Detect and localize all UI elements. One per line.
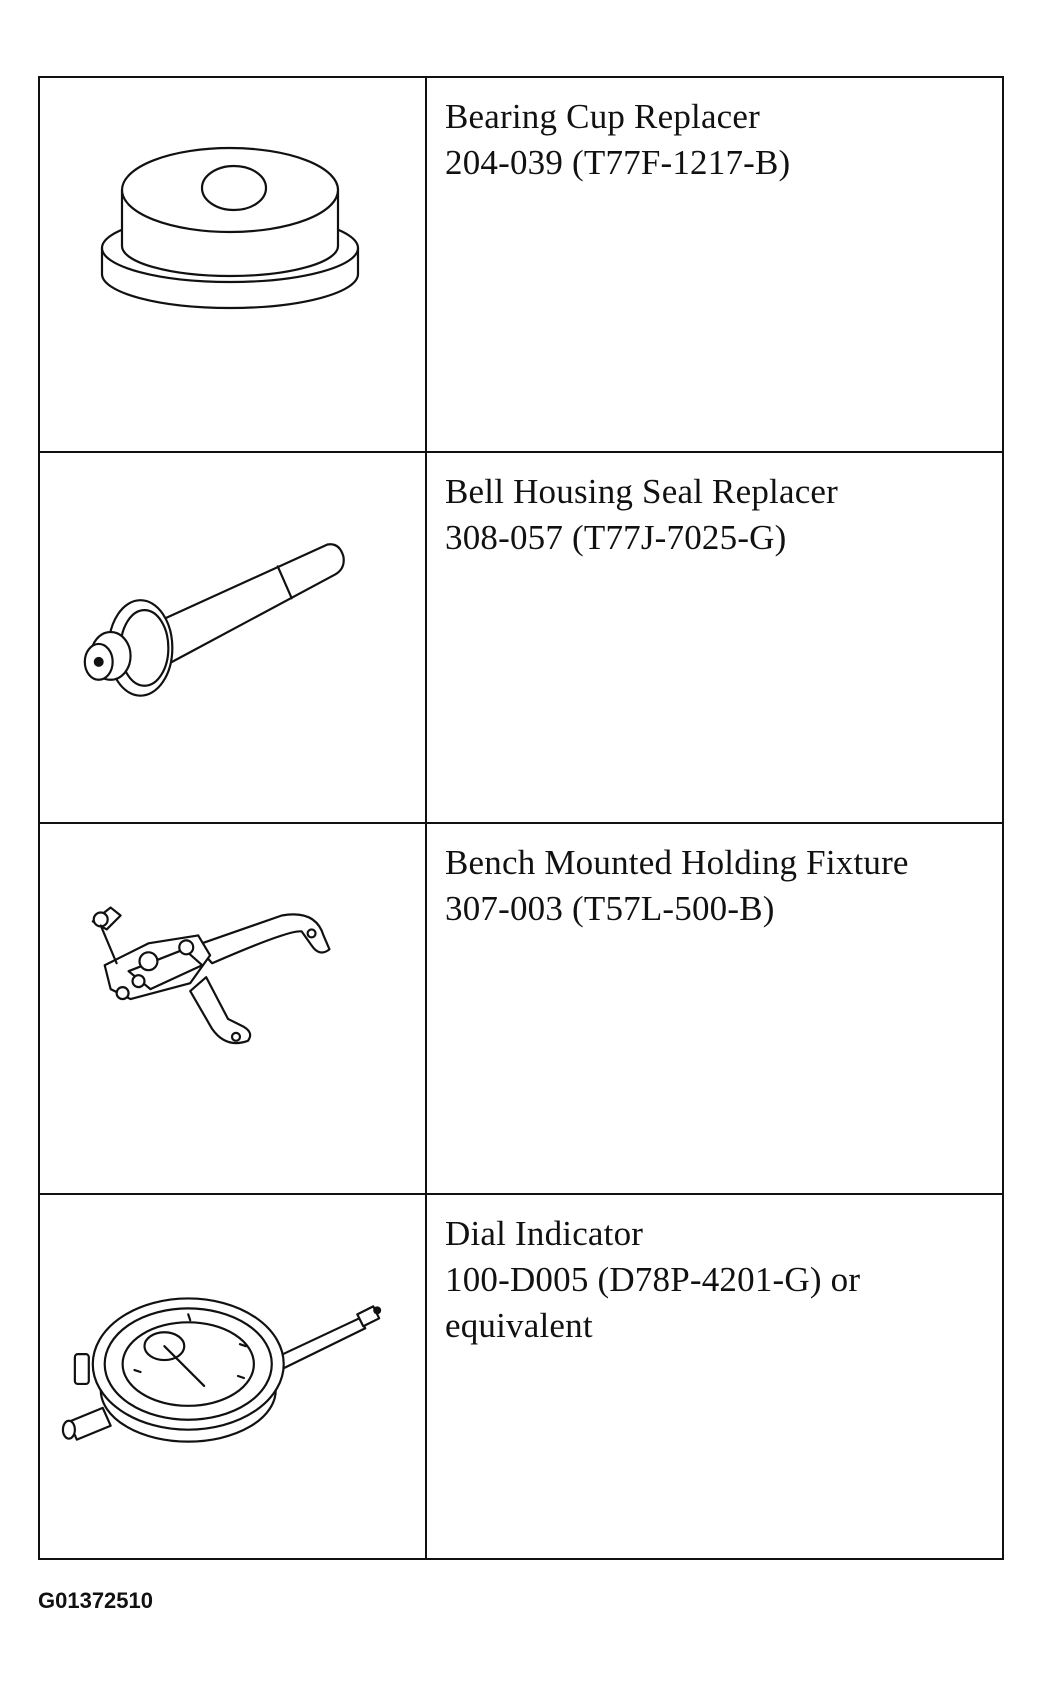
special-tools-table: Bearing Cup Replacer 204-039 (T77F-1217-… xyxy=(38,76,1004,1560)
tool-row-bench-mounted-holding-fixture: Bench Mounted Holding Fixture 307-003 (T… xyxy=(40,822,1002,1193)
tool-illustration-cell xyxy=(40,1195,427,1558)
tool-text-cell: Bell Housing Seal Replacer 308-057 (T77J… xyxy=(427,453,1002,822)
tool-part-number: 204-039 (T77F-1217-B) xyxy=(445,143,791,182)
tool-name: Bell Housing Seal Replacer xyxy=(445,472,839,511)
tool-part-number: 100-D005 (D78P-4201-G) or xyxy=(445,1260,861,1299)
tool-illustration-cell xyxy=(40,78,427,451)
tool-row-dial-indicator: Dial Indicator 100-D005 (D78P-4201-G) or… xyxy=(40,1193,1002,1558)
tool-part-number: 308-057 (T77J-7025-G) xyxy=(445,518,787,557)
tool-name: Dial Indicator xyxy=(445,1214,644,1253)
tool-text-cell: Bench Mounted Holding Fixture 307-003 (T… xyxy=(427,824,1002,1193)
figure-code: G01372510 xyxy=(38,1588,153,1613)
tool-illustration-cell xyxy=(40,824,427,1193)
tool-name: Bearing Cup Replacer xyxy=(445,97,761,136)
tool-text-cell: Bearing Cup Replacer 204-039 (T77F-1217-… xyxy=(427,78,1002,451)
tool-name: Bench Mounted Holding Fixture xyxy=(445,843,909,882)
bearing-cup-replacer-icon xyxy=(100,146,360,310)
tool-note: equivalent xyxy=(445,1306,593,1345)
dial-indicator-icon xyxy=(61,1297,382,1443)
tool-illustration-cell xyxy=(40,453,427,822)
tool-row-bell-housing-seal-replacer: Bell Housing Seal Replacer 308-057 (T77J… xyxy=(40,451,1002,822)
bell-housing-seal-replacer-icon xyxy=(83,543,345,697)
tool-row-bearing-cup-replacer: Bearing Cup Replacer 204-039 (T77F-1217-… xyxy=(40,78,1002,451)
tool-part-number: 307-003 (T57L-500-B) xyxy=(445,889,775,928)
tool-text-cell: Dial Indicator 100-D005 (D78P-4201-G) or… xyxy=(427,1195,1002,1558)
bench-mounted-holding-fixture-icon xyxy=(91,906,331,1045)
